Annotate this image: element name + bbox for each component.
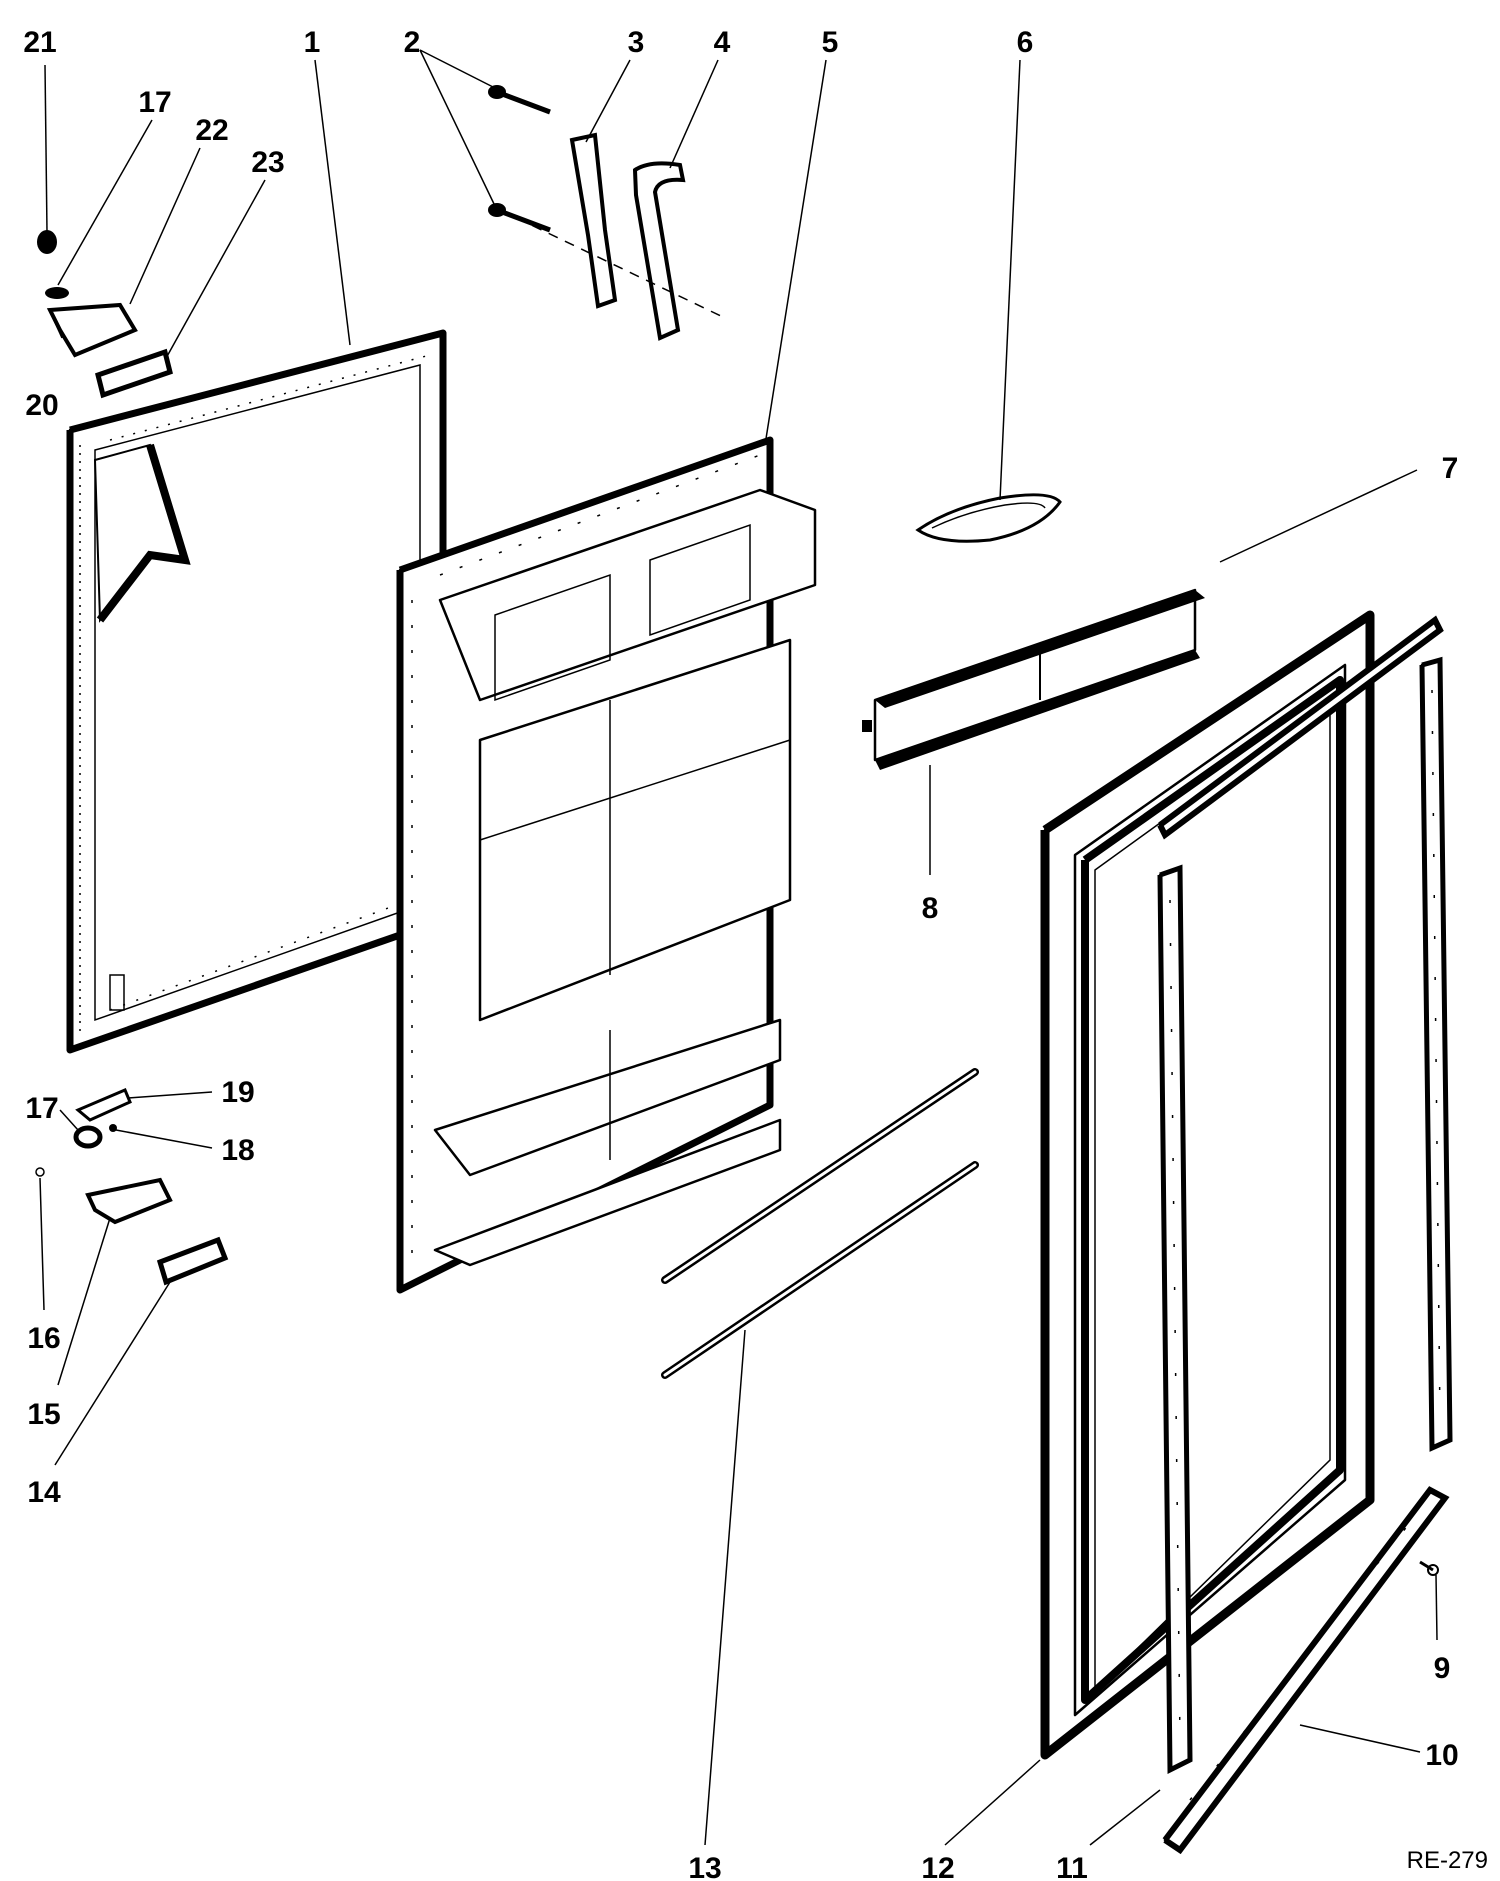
part-3-handle-insert [569, 132, 618, 309]
callout-23: 23 [251, 146, 284, 179]
callout-9: 9 [1434, 1652, 1451, 1685]
part-2-screws [488, 85, 551, 233]
callout-5: 5 [822, 26, 839, 59]
callout-15: 15 [27, 1398, 60, 1431]
callout-labels: 21 1 2 3 4 5 6 17 22 23 20 7 8 19 17 18 … [23, 26, 1488, 1881]
part-10-bottom-strip [1162, 1486, 1450, 1855]
callout-16: 16 [27, 1322, 60, 1355]
callout-11: 11 [1056, 1852, 1088, 1881]
strip-right-vertical [1419, 656, 1453, 1452]
callout-17-bottom: 17 [25, 1092, 58, 1125]
part-4-handle [632, 161, 686, 341]
callout-2: 2 [404, 26, 421, 59]
callout-19: 19 [221, 1076, 254, 1109]
callout-21: 21 [23, 26, 56, 59]
leader-lines [39, 49, 1438, 1846]
callout-13: 13 [688, 1852, 721, 1881]
callout-3: 3 [628, 26, 645, 59]
callout-22: 22 [195, 114, 228, 147]
callout-14: 14 [27, 1476, 61, 1509]
part-9-pin [1419, 1560, 1439, 1576]
callout-8: 8 [922, 892, 939, 925]
part-1-outer-door-panel [66, 329, 447, 1054]
part-13-rods [661, 1068, 979, 1379]
strip-top [1157, 615, 1444, 840]
callout-7: 7 [1442, 452, 1459, 485]
part-12-door-gasket [1040, 610, 1375, 1760]
part-7-8-shelf-front [862, 588, 1205, 770]
callout-20: 20 [25, 389, 58, 422]
reference-code: RE-279 [1407, 1847, 1488, 1874]
callout-10: 10 [1425, 1739, 1458, 1772]
part-6-handle-cover [915, 493, 1062, 543]
part-11-breaker-strip [1157, 864, 1193, 1775]
callout-6: 6 [1017, 26, 1034, 59]
bottom-hinge-assembly [35, 1088, 229, 1286]
callout-18: 18 [221, 1134, 254, 1167]
callout-12: 12 [921, 1852, 954, 1881]
part-5-inner-door-liner [396, 436, 817, 1294]
callout-1: 1 [304, 26, 321, 59]
callout-4: 4 [714, 26, 731, 59]
top-hinge-assembly [37, 230, 173, 399]
callout-17-top: 17 [138, 86, 171, 119]
